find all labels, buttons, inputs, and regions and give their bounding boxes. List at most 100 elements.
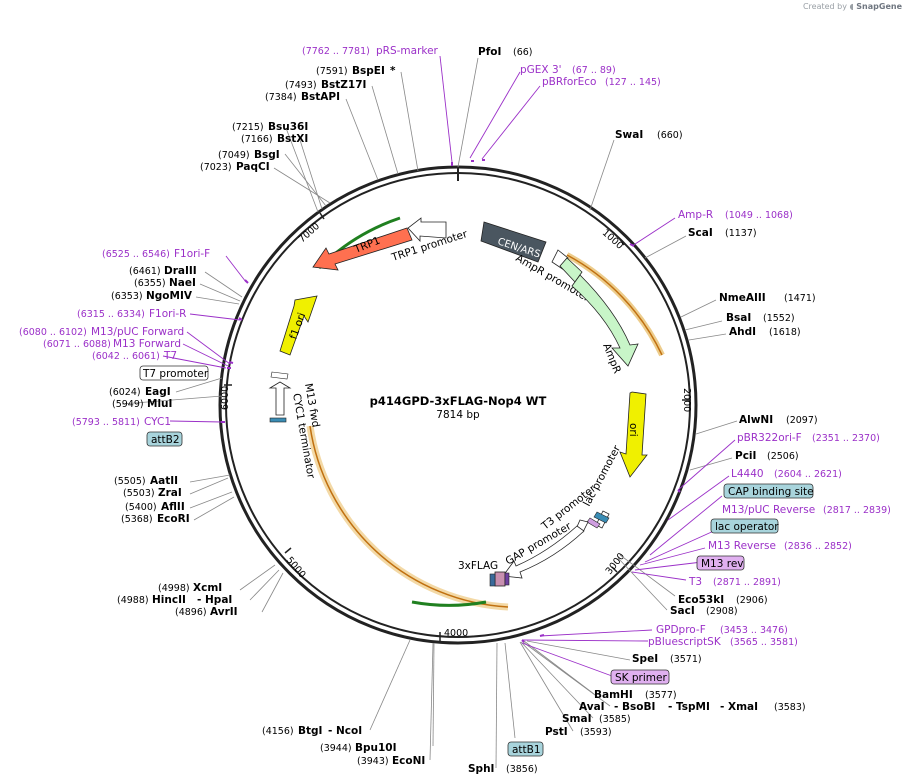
svg-text:ZraI: ZraI [158, 487, 182, 499]
svg-text:Bsu36I: Bsu36I [268, 121, 308, 133]
primer-f1ori-r: (6315 .. 6334)F1ori-R [77, 308, 186, 320]
svg-text:pRS-marker: pRS-marker [376, 45, 439, 57]
enzyme-scai: ScaI(1137) [688, 227, 757, 239]
svg-text:(4896): (4896) [175, 607, 207, 618]
tick-label-2000: 2000 [681, 388, 692, 412]
svg-text:(5793 .. 5811): (5793 .. 5811) [72, 417, 140, 428]
orf-arc-left [306, 425, 509, 611]
enzyme-ngomiv: (6353)NgoMIV [111, 290, 193, 302]
svg-text:(6525 .. 6546): (6525 .. 6546) [102, 249, 170, 260]
svg-text:(2871 .. 2891): (2871 .. 2891) [713, 577, 781, 588]
svg-text:(7493): (7493) [285, 80, 317, 91]
svg-text:(3577): (3577) [645, 690, 677, 701]
primer-pbr322ori: pBR322ori-F(2351 .. 2370) [737, 432, 880, 444]
svg-text:BspEI: BspEI [352, 65, 385, 77]
primer-t3: T3 (2871 .. 2891) [688, 576, 781, 588]
feature-ampr: AmpR [571, 274, 639, 375]
svg-text:BstAPI: BstAPI [301, 91, 340, 103]
svg-text:(2604 .. 2621): (2604 .. 2621) [774, 469, 842, 480]
svg-text:attB2: attB2 [151, 434, 180, 446]
svg-text:*: * [390, 65, 396, 77]
svg-text:T7: T7 [163, 350, 177, 362]
svg-text:- BsoBI: - BsoBI [614, 701, 655, 713]
tick-label-5000: 5000 [284, 555, 308, 581]
feature-cen-ars: CEN/ARS [480, 221, 547, 263]
leader-lines [121, 57, 738, 769]
enzyme-zrai: (5503)ZraI [123, 487, 182, 499]
svg-text:BsaI: BsaI [726, 312, 751, 324]
svg-text:(3583): (3583) [774, 702, 806, 713]
svg-text:(2506): (2506) [767, 451, 799, 462]
svg-text:SmaI: SmaI [562, 713, 592, 725]
svg-text:CAP binding site: CAP binding site [728, 486, 814, 498]
svg-text:(7166): (7166) [241, 134, 273, 145]
svg-text:(4988): (4988) [117, 595, 149, 606]
svg-text:Amp-R: Amp-R [678, 209, 713, 221]
svg-text:(2908): (2908) [706, 606, 738, 617]
primer-m13-fwd: (6071 .. 6088)M13 Forward [43, 338, 181, 350]
box-attb2: attB2 [146, 431, 183, 447]
svg-text:(3453 .. 3476): (3453 .. 3476) [720, 625, 788, 636]
enzyme-avai: AvaI - BsoBI - TspMI - XmaI (3583) [579, 701, 806, 713]
enzyme-bsgi: (7049)BsgI [218, 149, 280, 161]
svg-text:T3: T3 [688, 576, 702, 588]
enzyme-aatii: (5505)AatII [114, 475, 178, 487]
svg-text:3xFLAG: 3xFLAG [458, 560, 498, 572]
svg-text:AvrII: AvrII [210, 606, 238, 618]
svg-text:EcoNI: EcoNI [392, 755, 425, 767]
enzyme-bstxi: (7166) BstXI [241, 133, 308, 145]
svg-text:(3593): (3593) [580, 727, 612, 738]
svg-text:(3565 .. 3581): (3565 .. 3581) [730, 637, 798, 648]
svg-text:SpeI: SpeI [632, 653, 658, 665]
feature-ori: ori [619, 391, 648, 478]
svg-text:SK primer: SK primer [615, 672, 667, 684]
svg-text:NmeAIII: NmeAIII [719, 292, 766, 304]
svg-text:PfoI: PfoI [478, 46, 501, 58]
svg-text:- NcoI: - NcoI [328, 725, 362, 737]
enzyme-econi: (3943)EcoNI [357, 755, 425, 767]
svg-text:(3571): (3571) [670, 654, 702, 665]
primer-m13-reverse: M13 Reverse(2836 .. 2852) [708, 540, 852, 552]
tick-label-7000: 7000 [297, 221, 322, 245]
box-cap-binding-site: CAP binding site [723, 483, 814, 499]
svg-text:AlwNI: AlwNI [739, 414, 773, 426]
svg-text:(6353): (6353) [111, 291, 143, 302]
svg-text:BstZ17I: BstZ17I [321, 79, 366, 91]
svg-text:BstXI: BstXI [277, 133, 308, 145]
primer-ampr-r: Amp-R(1049 .. 1068) [678, 209, 793, 221]
svg-text:PstI: PstI [545, 726, 568, 738]
snapgene-logo-icon: ◖ [849, 2, 854, 11]
enzyme-nmeaiii: NmeAIII(1471) [719, 292, 816, 304]
svg-text:CYC1: CYC1 [144, 416, 171, 428]
svg-text:pBluescriptSK: pBluescriptSK [648, 636, 722, 648]
svg-text:M13 rev: M13 rev [701, 558, 744, 570]
primer-m13puc-rev: M13/pUC Reverse(2817 .. 2839) [722, 504, 891, 516]
primer-gpdpro: GPDpro-F(3453 .. 3476) [656, 624, 788, 636]
svg-text:pGEX 3': pGEX 3' [520, 64, 562, 76]
enzyme-spei: SpeI (3571) [632, 653, 702, 665]
svg-text:XcmI: XcmI [193, 582, 222, 594]
svg-text:M13 Forward: M13 Forward [113, 338, 181, 350]
svg-text:(5368): (5368) [121, 514, 153, 525]
enzyme-draiii: (6461)DraIII [129, 265, 197, 277]
enzyme-bamhi: BamHI (3577) [594, 689, 677, 701]
feature-3xflag: 3xFLAG [458, 560, 510, 587]
svg-text:(6071 .. 6088): (6071 .. 6088) [43, 339, 111, 350]
svg-text:AflII: AflII [161, 501, 185, 513]
primer-l4440: L4440(2604 .. 2621) [731, 468, 842, 480]
enzyme-bstapi: (7384)BstAPI [265, 91, 340, 103]
svg-text:HincII: HincII [152, 594, 186, 606]
svg-text:AhdI: AhdI [729, 326, 756, 338]
primer-f1ori-f: (6525 .. 6546)F1ori-F [102, 248, 210, 260]
svg-text:BamHI: BamHI [594, 689, 633, 701]
svg-text:(1137): (1137) [725, 228, 757, 239]
svg-text:T7 promoter: T7 promoter [142, 368, 209, 380]
enzyme-paqci: (7023)PaqCI [200, 161, 270, 173]
enzyme-swai: SwaI(660) [615, 129, 683, 141]
svg-text:(1618): (1618) [769, 327, 801, 338]
svg-text:attB1: attB1 [512, 744, 541, 756]
feature-cap-mark [586, 517, 601, 529]
svg-text:Bpu10I: Bpu10I [355, 742, 397, 754]
enzyme-ecori: (5368)EcoRI [121, 513, 190, 525]
